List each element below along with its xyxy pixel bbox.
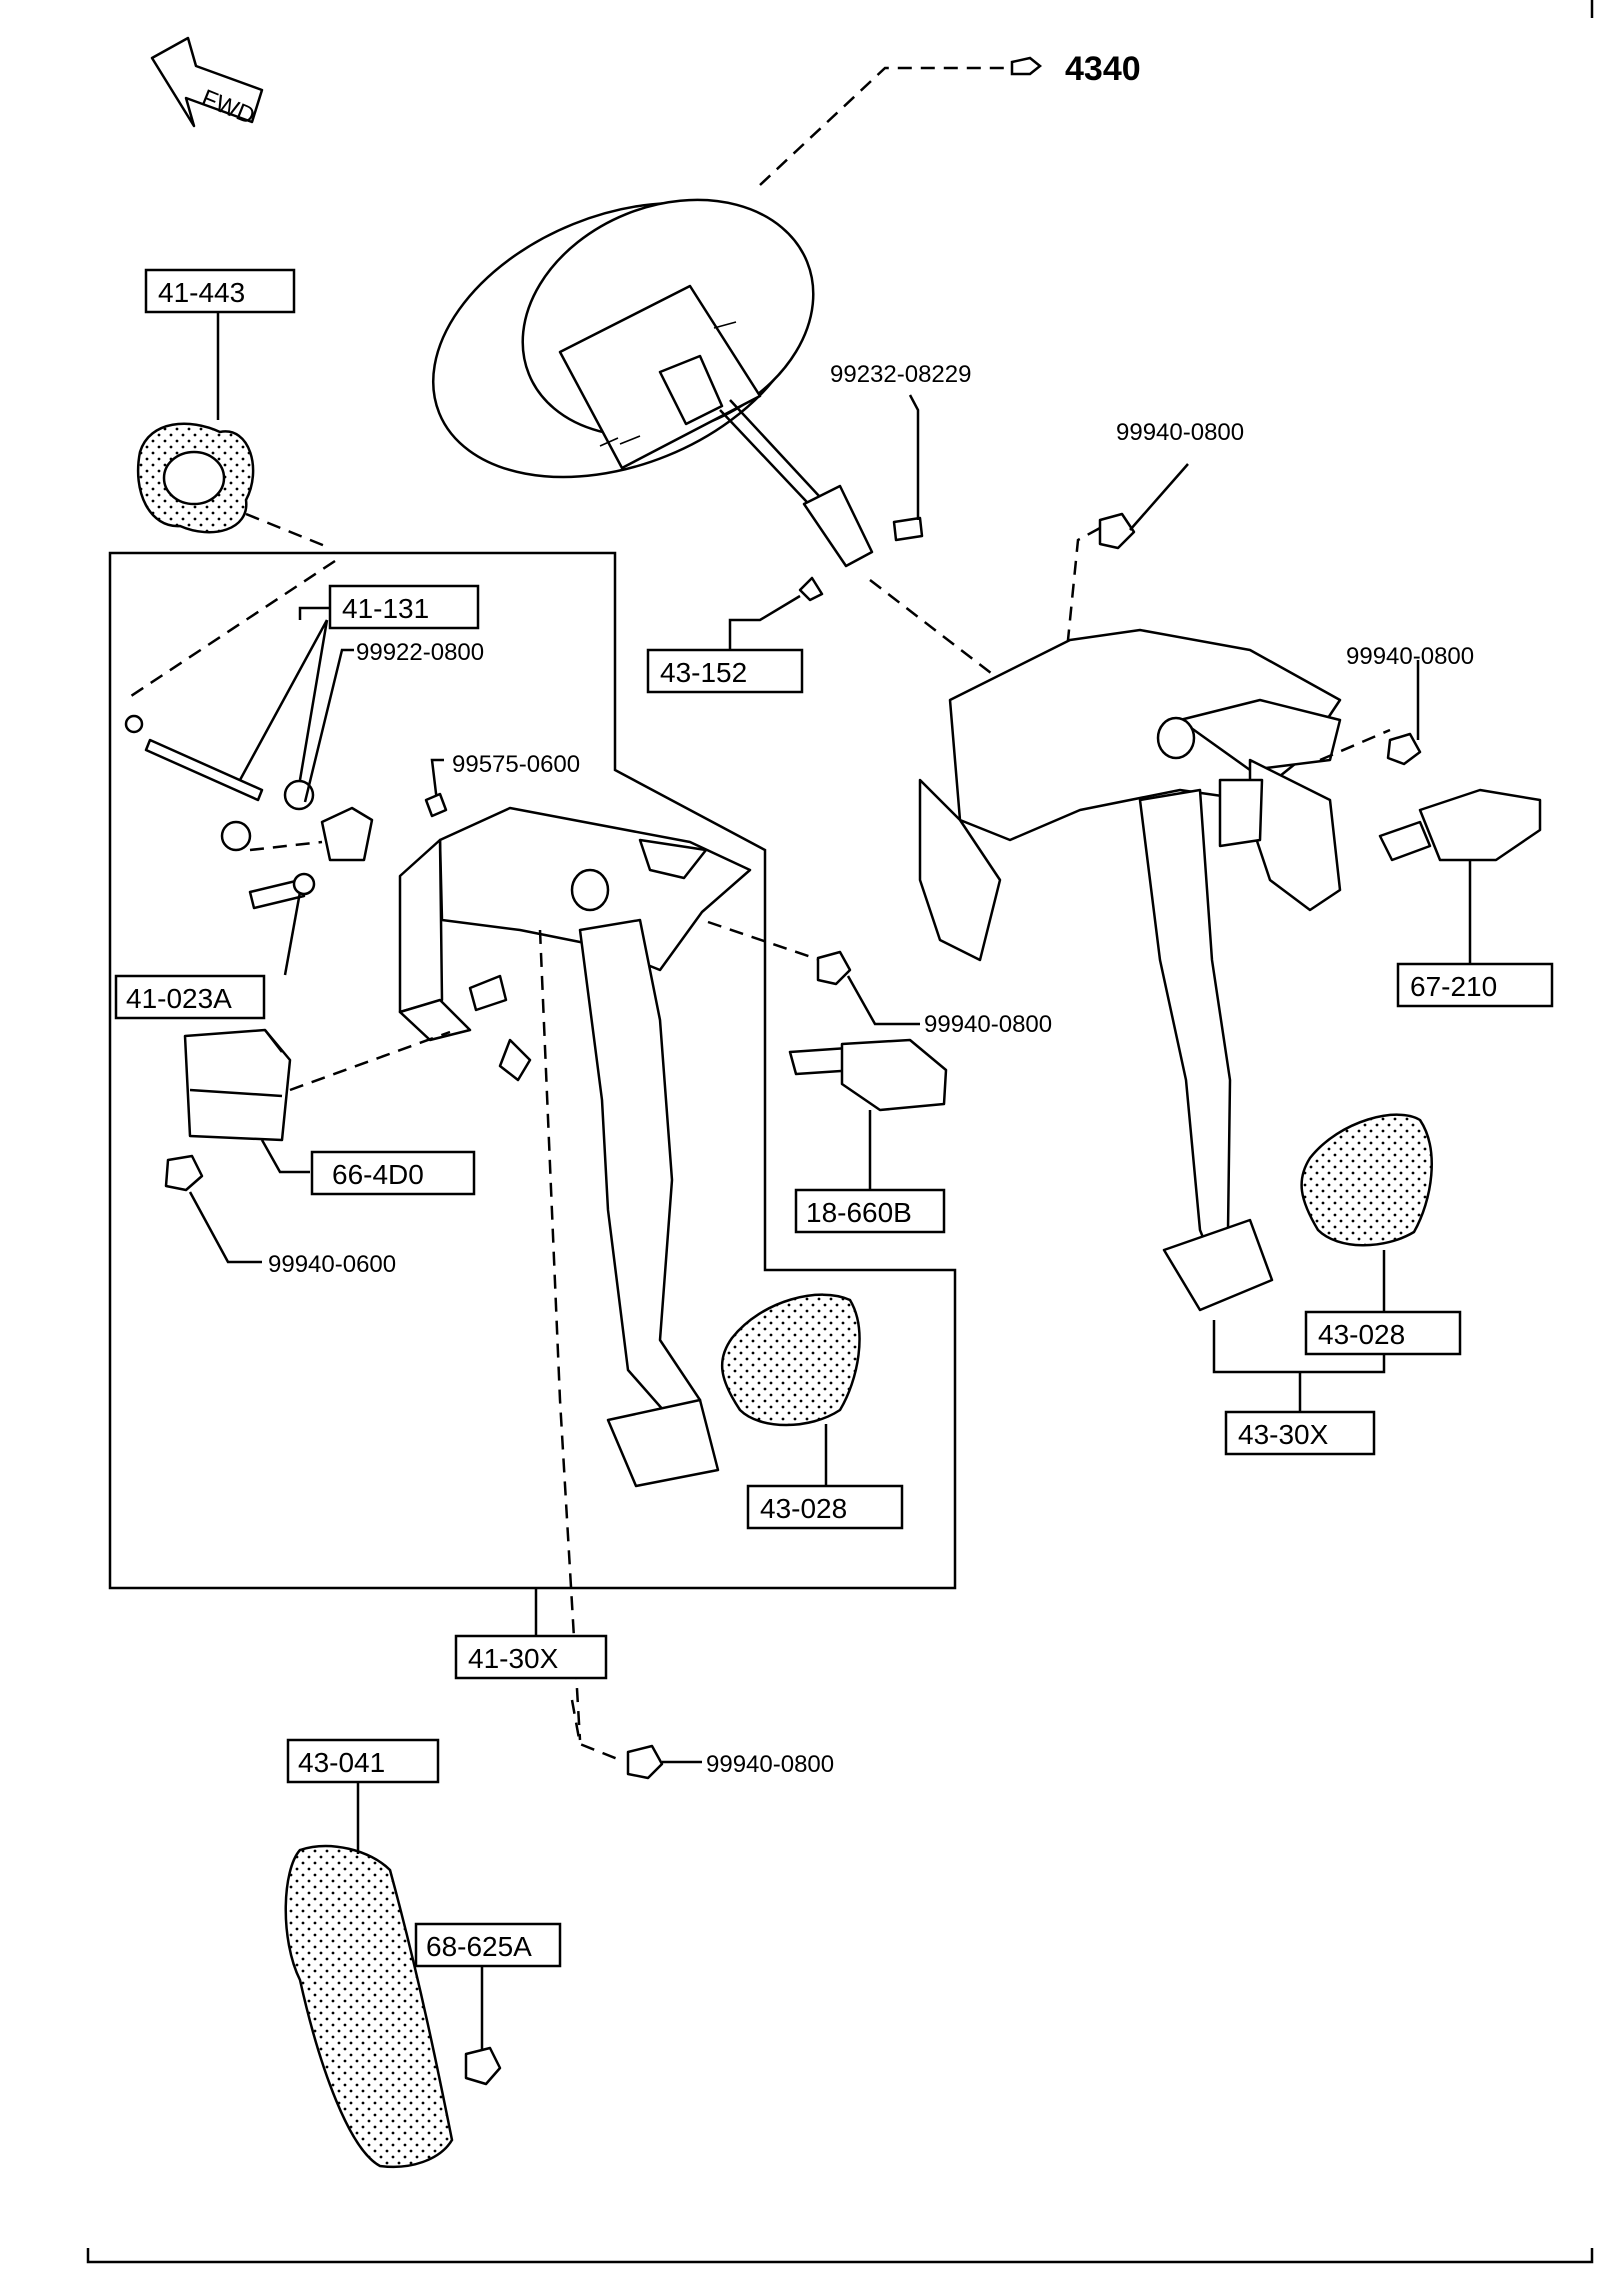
callout-99940-0800-bottom: 99940-0800 — [706, 1751, 834, 1778]
nut-68-625a — [464, 1966, 502, 2086]
svg-text:18-660B: 18-660B — [806, 1197, 912, 1228]
svg-text:41-443: 41-443 — [158, 277, 245, 308]
callout-99940-0800-right: 99940-0800 — [1346, 643, 1474, 670]
callout-43-041: 43-041 — [286, 1738, 440, 1784]
control-unit-block — [183, 1028, 451, 1174]
callout-99922-0800: 99922-0800 — [303, 639, 484, 803]
accelerator-pedal-pad — [284, 1782, 454, 2169]
brake-pedal-arm — [578, 918, 720, 1488]
reference-4340: 4340 — [759, 50, 1141, 186]
assembly-41-30x-frame — [108, 551, 957, 1590]
stop-light-switch — [788, 1038, 948, 1190]
svg-text:99922-0800: 99922-0800 — [356, 639, 484, 666]
switch-bracket — [220, 806, 374, 976]
callout-43-028-right: 43-028 — [1304, 1310, 1462, 1356]
callout-67-210: 67-210 — [1396, 962, 1554, 1008]
svg-text:41-131: 41-131 — [342, 593, 429, 624]
pedal-rod — [124, 619, 329, 811]
svg-text:68-625A: 68-625A — [426, 1931, 532, 1962]
svg-text:43-152: 43-152 — [660, 657, 747, 688]
callout-99940-0800-middle: 99940-0800 — [924, 1011, 1052, 1038]
callout-43-028-left: 43-028 — [746, 1484, 904, 1530]
svg-text:99940-0800: 99940-0800 — [924, 1011, 1052, 1038]
callout-41-30X: 41-30X — [454, 1634, 608, 1680]
callout-66-4D0: 66-4D0 — [310, 1150, 476, 1196]
bolt-99232-08229 — [892, 394, 924, 542]
svg-text:67-210: 67-210 — [1410, 971, 1497, 1002]
svg-text:99940-0800: 99940-0800 — [706, 1751, 834, 1778]
callout-41-023A: 41-023A — [114, 974, 266, 1020]
svg-text:43-028: 43-028 — [1318, 1319, 1405, 1350]
callout-99575-0600: 99575-0600 — [424, 751, 580, 818]
callout-41-131: 41-131 — [298, 584, 480, 630]
svg-text:66-4D0: 66-4D0 — [332, 1159, 424, 1190]
callout-99940-0600: 99940-0600 — [268, 1251, 396, 1278]
nut-99940-0800-bottom — [570, 1699, 702, 1780]
forward-direction-arrow: FWD — [150, 36, 264, 130]
gasket — [136, 299, 331, 550]
clutch-pedal-pad-right — [1300, 1113, 1433, 1312]
brake-booster — [431, 198, 874, 568]
reference-group-number: 4340 — [1065, 50, 1141, 88]
callout-99940-0800-top: 99940-0800 — [1116, 419, 1244, 446]
svg-text:99940-0800: 99940-0800 — [1346, 643, 1474, 670]
svg-text:43-041: 43-041 — [298, 1747, 385, 1778]
brake-pedal-pad-left — [720, 1293, 861, 1486]
svg-text:41-023A: 41-023A — [126, 983, 232, 1014]
clutch-switch-sensor — [1378, 788, 1542, 964]
svg-text:99232-08229: 99232-08229 — [830, 361, 971, 388]
brake-pedal-bracket — [398, 806, 752, 1741]
callout-68-625A: 68-625A — [414, 1922, 562, 1968]
svg-text:99575-0600: 99575-0600 — [452, 751, 580, 778]
callout-43-30X: 43-30X — [1224, 1410, 1376, 1456]
clutch-pedal-bracket — [869, 463, 1422, 962]
nut-99940-0800-middle — [707, 920, 920, 1026]
clevis-pin-clip — [728, 576, 824, 654]
svg-text:41-30X: 41-30X — [468, 1643, 559, 1674]
svg-text:99940-0800: 99940-0800 — [1116, 419, 1244, 446]
page-bottom-border — [86, 2248, 1594, 2264]
clutch-pedal-arm — [1138, 788, 1386, 1412]
svg-text:99940-0600: 99940-0600 — [268, 1251, 396, 1278]
svg-text:43-028: 43-028 — [760, 1493, 847, 1524]
svg-text:43-30X: 43-30X — [1238, 1419, 1329, 1450]
callout-43-152: 43-152 — [646, 648, 804, 694]
callout-99232-08229: 99232-08229 — [830, 361, 971, 388]
callout-41-443: 41-443 — [144, 268, 296, 314]
nut-99940-0600 — [164, 1154, 262, 1264]
callout-18-660B: 18-660B — [794, 1188, 946, 1234]
